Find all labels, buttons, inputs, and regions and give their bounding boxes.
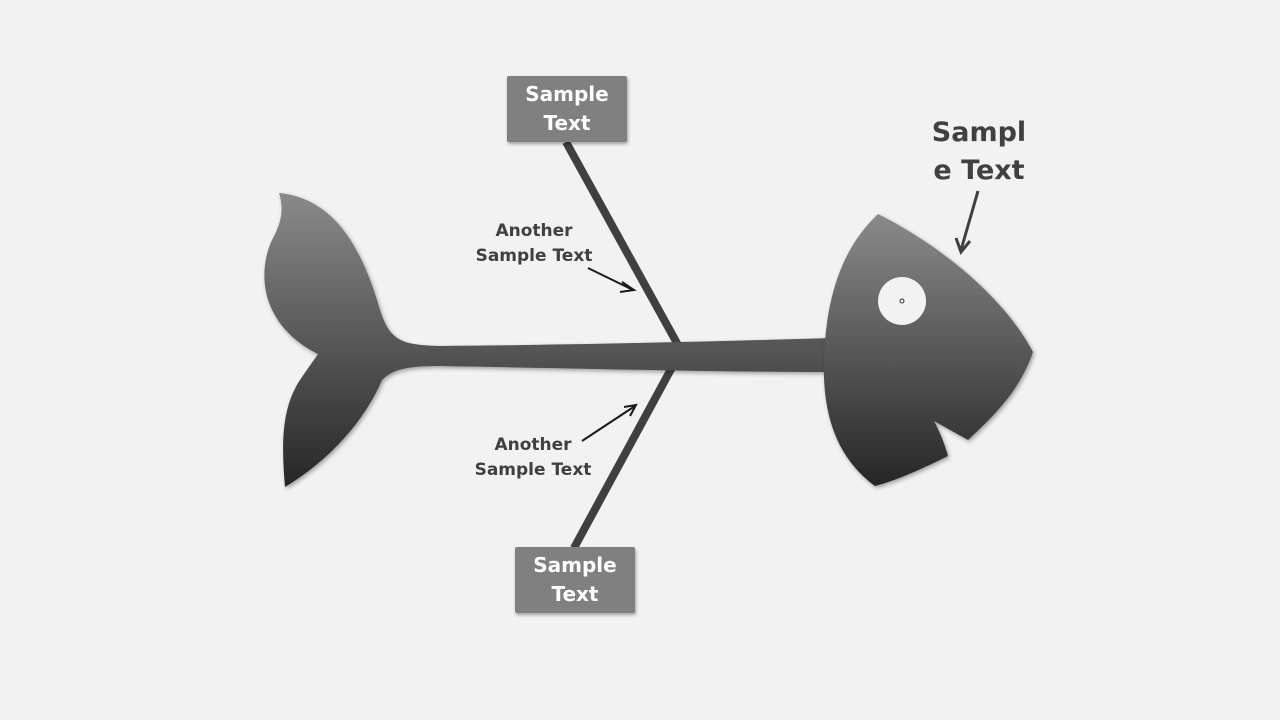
upper-note-line1: Another: [495, 221, 573, 241]
top-box-line1: Sample: [525, 82, 609, 106]
lower-bone: [570, 358, 680, 550]
upper-note-line2: Sample Text: [475, 246, 593, 266]
lower-note-line1: Another: [494, 435, 572, 455]
head-note: Sampl e Text: [924, 114, 1034, 190]
head-note-line1: Sampl: [931, 117, 1027, 148]
upper-bone: [562, 140, 682, 347]
arrow-head: [954, 190, 980, 256]
head-note-line2: e Text: [933, 155, 1025, 186]
fish-head: [823, 214, 1033, 486]
bottom-box-line2: Text: [551, 582, 599, 606]
top-box-line2: Text: [543, 111, 591, 135]
fish-pupil: [899, 298, 905, 304]
arrow-upper: [587, 267, 637, 293]
bottom-sample-box: Sample Text: [515, 547, 635, 613]
upper-note: Another Sample Text: [469, 219, 599, 269]
lower-note-line2: Sample Text: [474, 460, 592, 480]
fish-eye: [878, 277, 926, 325]
fish-tail-and-spine: [264, 193, 830, 487]
arrow-lower: [581, 403, 638, 442]
top-sample-box: Sample Text: [507, 76, 627, 142]
bottom-box-line1: Sample: [533, 553, 617, 577]
lower-note: Another Sample Text: [468, 433, 598, 483]
